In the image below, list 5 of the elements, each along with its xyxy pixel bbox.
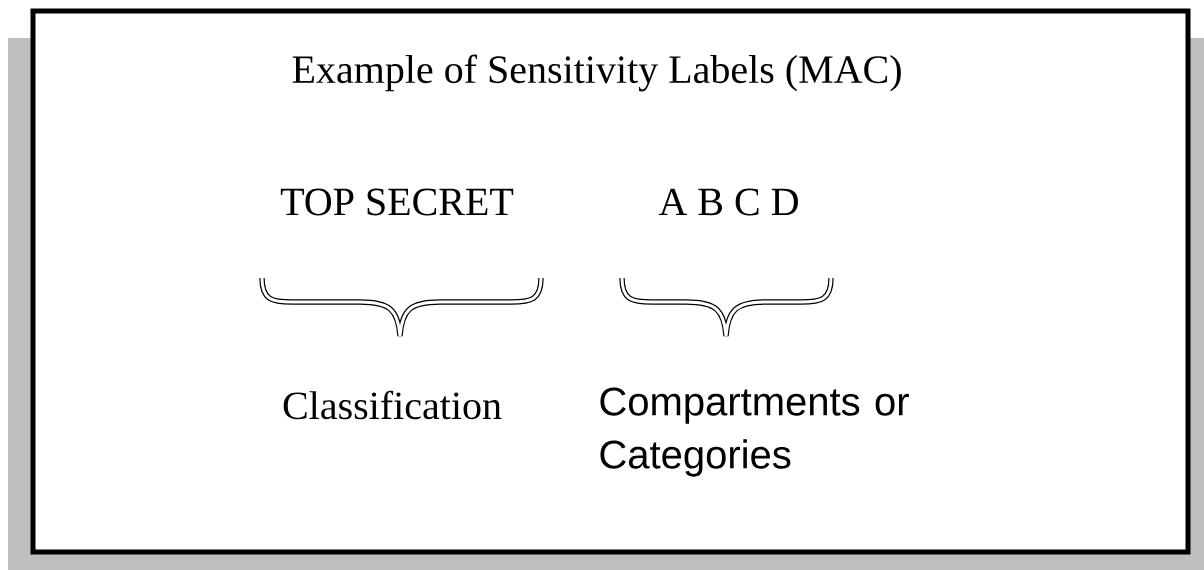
label: A B C D xyxy=(658,188,798,216)
label: Compartments or Categories xyxy=(600,387,909,477)
label: Classification xyxy=(283,390,502,420)
title: Example of Sensitivity Labels (MAC) xyxy=(292,54,901,92)
label: TOP SECRET xyxy=(280,188,514,216)
